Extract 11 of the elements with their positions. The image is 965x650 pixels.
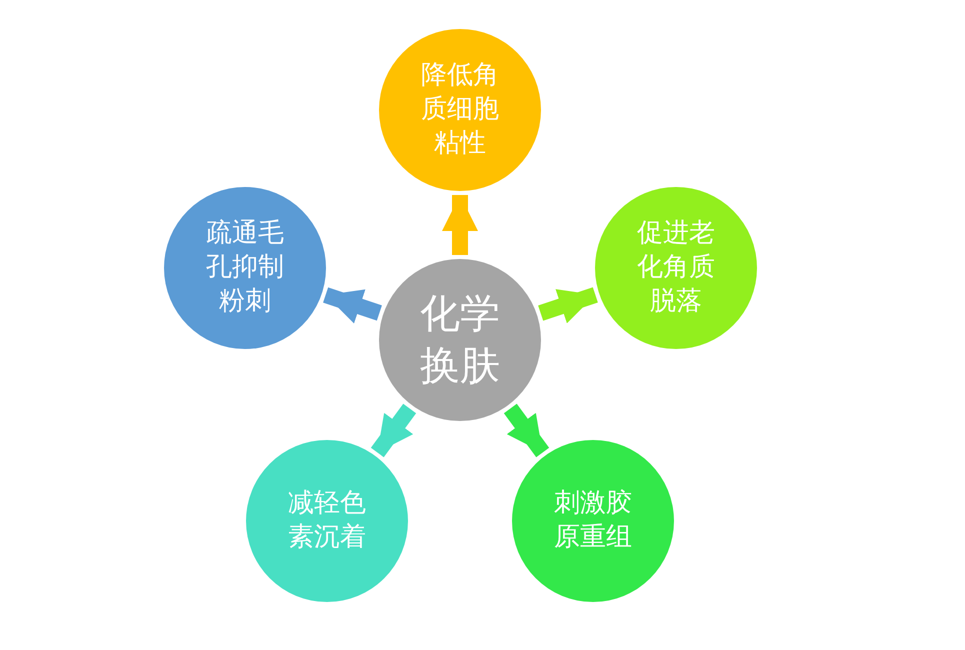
node-label: 疏通毛孔抑制粉刺 — [206, 217, 284, 318]
node-label: 促进老化角质脱落 — [637, 217, 715, 318]
node-label: 化学换肤 — [420, 290, 500, 391]
arrow — [442, 195, 478, 255]
arrow — [370, 404, 416, 458]
arrow — [504, 404, 550, 458]
node-label: 刺激胶原重组 — [554, 487, 632, 554]
node-label: 减轻色素沉着 — [288, 487, 366, 554]
arrow — [538, 287, 598, 324]
arrow — [323, 287, 382, 324]
node-label: 降低角质细胞粘性 — [421, 59, 499, 160]
